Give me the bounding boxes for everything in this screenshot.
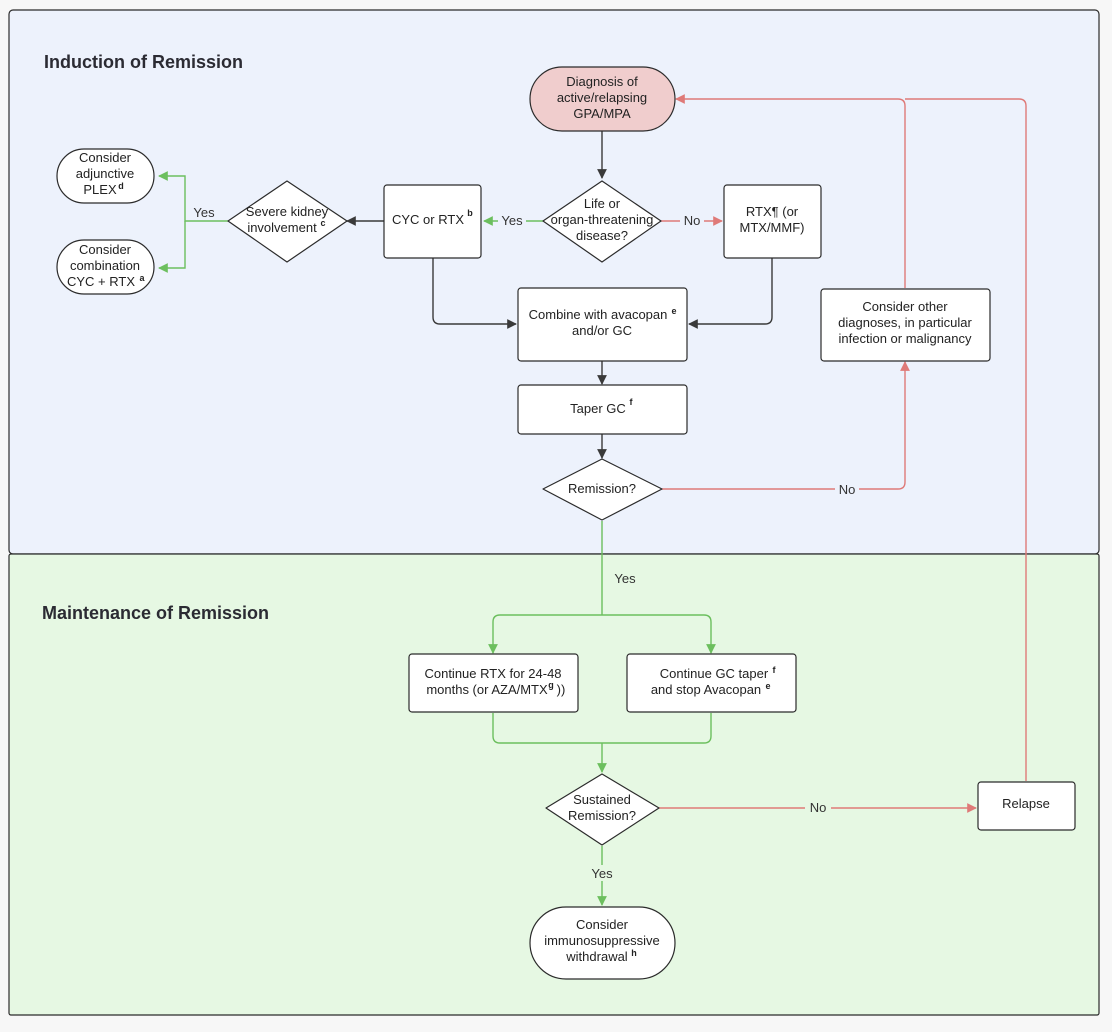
svg-text:RTX¶ (or: RTX¶ (or — [746, 204, 799, 219]
edge-kidney-plex — [158, 171, 228, 222]
maintenance-title: Maintenance of Remission — [42, 603, 269, 623]
node-consider-plex: Consider adjunctive PLEX d — [56, 148, 155, 204]
svg-text:c: c — [320, 218, 325, 228]
node-combine-avacopan: Combine with avacopan e and/or GC — [517, 287, 688, 362]
svg-text:MTX/MMF): MTX/MMF) — [740, 220, 805, 235]
svg-text:CYC or RTX: CYC or RTX — [392, 212, 464, 227]
edge-label-yes-sustained: Yes — [591, 866, 613, 881]
edge-otherdx-diagnosis — [675, 94, 906, 288]
svg-text:Severe kidney: Severe kidney — [246, 204, 329, 219]
edge-label-no-rtx: No — [684, 213, 701, 228]
svg-text:g: g — [548, 680, 554, 690]
svg-text:Consider other: Consider other — [862, 299, 948, 314]
svg-text:Consider: Consider — [79, 150, 132, 165]
svg-text:Sustained: Sustained — [573, 792, 631, 807]
edge-split-continue-gc — [602, 614, 716, 654]
svg-text:b: b — [467, 208, 473, 218]
node-kidney-involvement: Severe kidney involvement c — [227, 180, 348, 263]
node-continue-rtx: Continue RTX for 24-48 months (or AZA/MT… — [408, 653, 579, 713]
edge-label-yes-kidney: Yes — [193, 205, 215, 220]
svg-text:e: e — [765, 681, 770, 691]
svg-text:GPA/MPA: GPA/MPA — [573, 106, 631, 121]
svg-text:adjunctive: adjunctive — [76, 166, 135, 181]
svg-text:Diagnosis of: Diagnosis of — [566, 74, 638, 89]
svg-text:organ-threatening: organ-threatening — [551, 212, 654, 227]
edge-rtx-avacopan — [688, 258, 773, 329]
node-consider-combination: Consider combination CYC + RTX a — [56, 239, 155, 295]
edge-label-no-remission: No — [839, 482, 856, 497]
svg-text:Consider: Consider — [576, 917, 629, 932]
svg-text:)): )) — [557, 682, 566, 697]
svg-text:diagnoses, in particular: diagnoses, in particular — [838, 315, 972, 330]
induction-title: Induction of Remission — [44, 52, 243, 72]
svg-text:combination: combination — [70, 258, 140, 273]
svg-text:Remission?: Remission? — [568, 481, 636, 496]
svg-text:a: a — [139, 273, 145, 283]
svg-text:h: h — [631, 948, 637, 958]
svg-text:immunosuppressive: immunosuppressive — [544, 933, 660, 948]
svg-text:and/or GC: and/or GC — [572, 323, 632, 338]
edge-relapse-diagnosis — [905, 98, 1027, 781]
edge-cyc-avacopan — [432, 258, 517, 329]
svg-text:involvement: involvement — [247, 220, 317, 235]
edge-label-yes-cyc: Yes — [501, 213, 523, 228]
node-life-threatening: Life or organ-threatening disease? — [542, 180, 662, 263]
svg-text:and stop Avacopan: and stop Avacopan — [651, 682, 761, 697]
edge-label-yes-remission: Yes — [614, 571, 636, 586]
node-diagnosis: Diagnosis of active/relapsing GPA/MPA — [529, 66, 676, 132]
svg-text:f: f — [773, 665, 777, 675]
svg-text:disease?: disease? — [576, 228, 628, 243]
svg-text:PLEX: PLEX — [83, 182, 117, 197]
node-remission: Remission? — [542, 458, 663, 521]
svg-text:Continue RTX for 24-48: Continue RTX for 24-48 — [424, 666, 561, 681]
node-relapse: Relapse — [977, 781, 1076, 831]
node-consider-other-diagnoses: Consider other diagnoses, in particular … — [820, 288, 991, 362]
svg-text:Continue GC taper: Continue GC taper — [660, 666, 769, 681]
svg-text:Remission?: Remission? — [568, 808, 636, 823]
svg-text:infection or malignancy: infection or malignancy — [839, 331, 972, 346]
maintenance-panel — [8, 553, 1100, 1016]
node-taper-gc: Taper GC f — [517, 384, 688, 435]
svg-text:active/relapsing: active/relapsing — [557, 90, 647, 105]
svg-text:CYC + RTX: CYC + RTX — [67, 274, 135, 289]
svg-text:f: f — [630, 397, 634, 407]
svg-text:Taper GC: Taper GC — [570, 401, 626, 416]
edge-kidney-combination — [158, 221, 186, 273]
svg-text:withdrawal: withdrawal — [565, 949, 628, 964]
svg-text:months (or AZA/MTX: months (or AZA/MTX — [426, 682, 548, 697]
svg-text:e: e — [671, 306, 676, 316]
edge-remission-otherdx — [662, 361, 910, 490]
svg-text:Consider: Consider — [79, 242, 132, 257]
svg-text:d: d — [118, 181, 124, 191]
edge-label-no-sustained: No — [810, 800, 827, 815]
svg-text:Relapse: Relapse — [1002, 796, 1050, 811]
svg-text:Combine with avacopan: Combine with avacopan — [529, 307, 668, 322]
node-sustained-remission: Sustained Remission? — [545, 773, 660, 846]
svg-text:Life or: Life or — [584, 196, 621, 211]
node-cyc-or-rtx: CYC or RTX b — [383, 184, 482, 259]
node-rtx-alternative: RTX¶ (or MTX/MMF) — [723, 184, 822, 259]
node-consider-withdrawal: Consider immunosuppressive withdrawal h — [529, 906, 676, 980]
node-continue-gc-taper: Continue GC taper f and stop Avacopan e — [626, 653, 797, 713]
edge-split-continue-rtx — [488, 614, 602, 654]
